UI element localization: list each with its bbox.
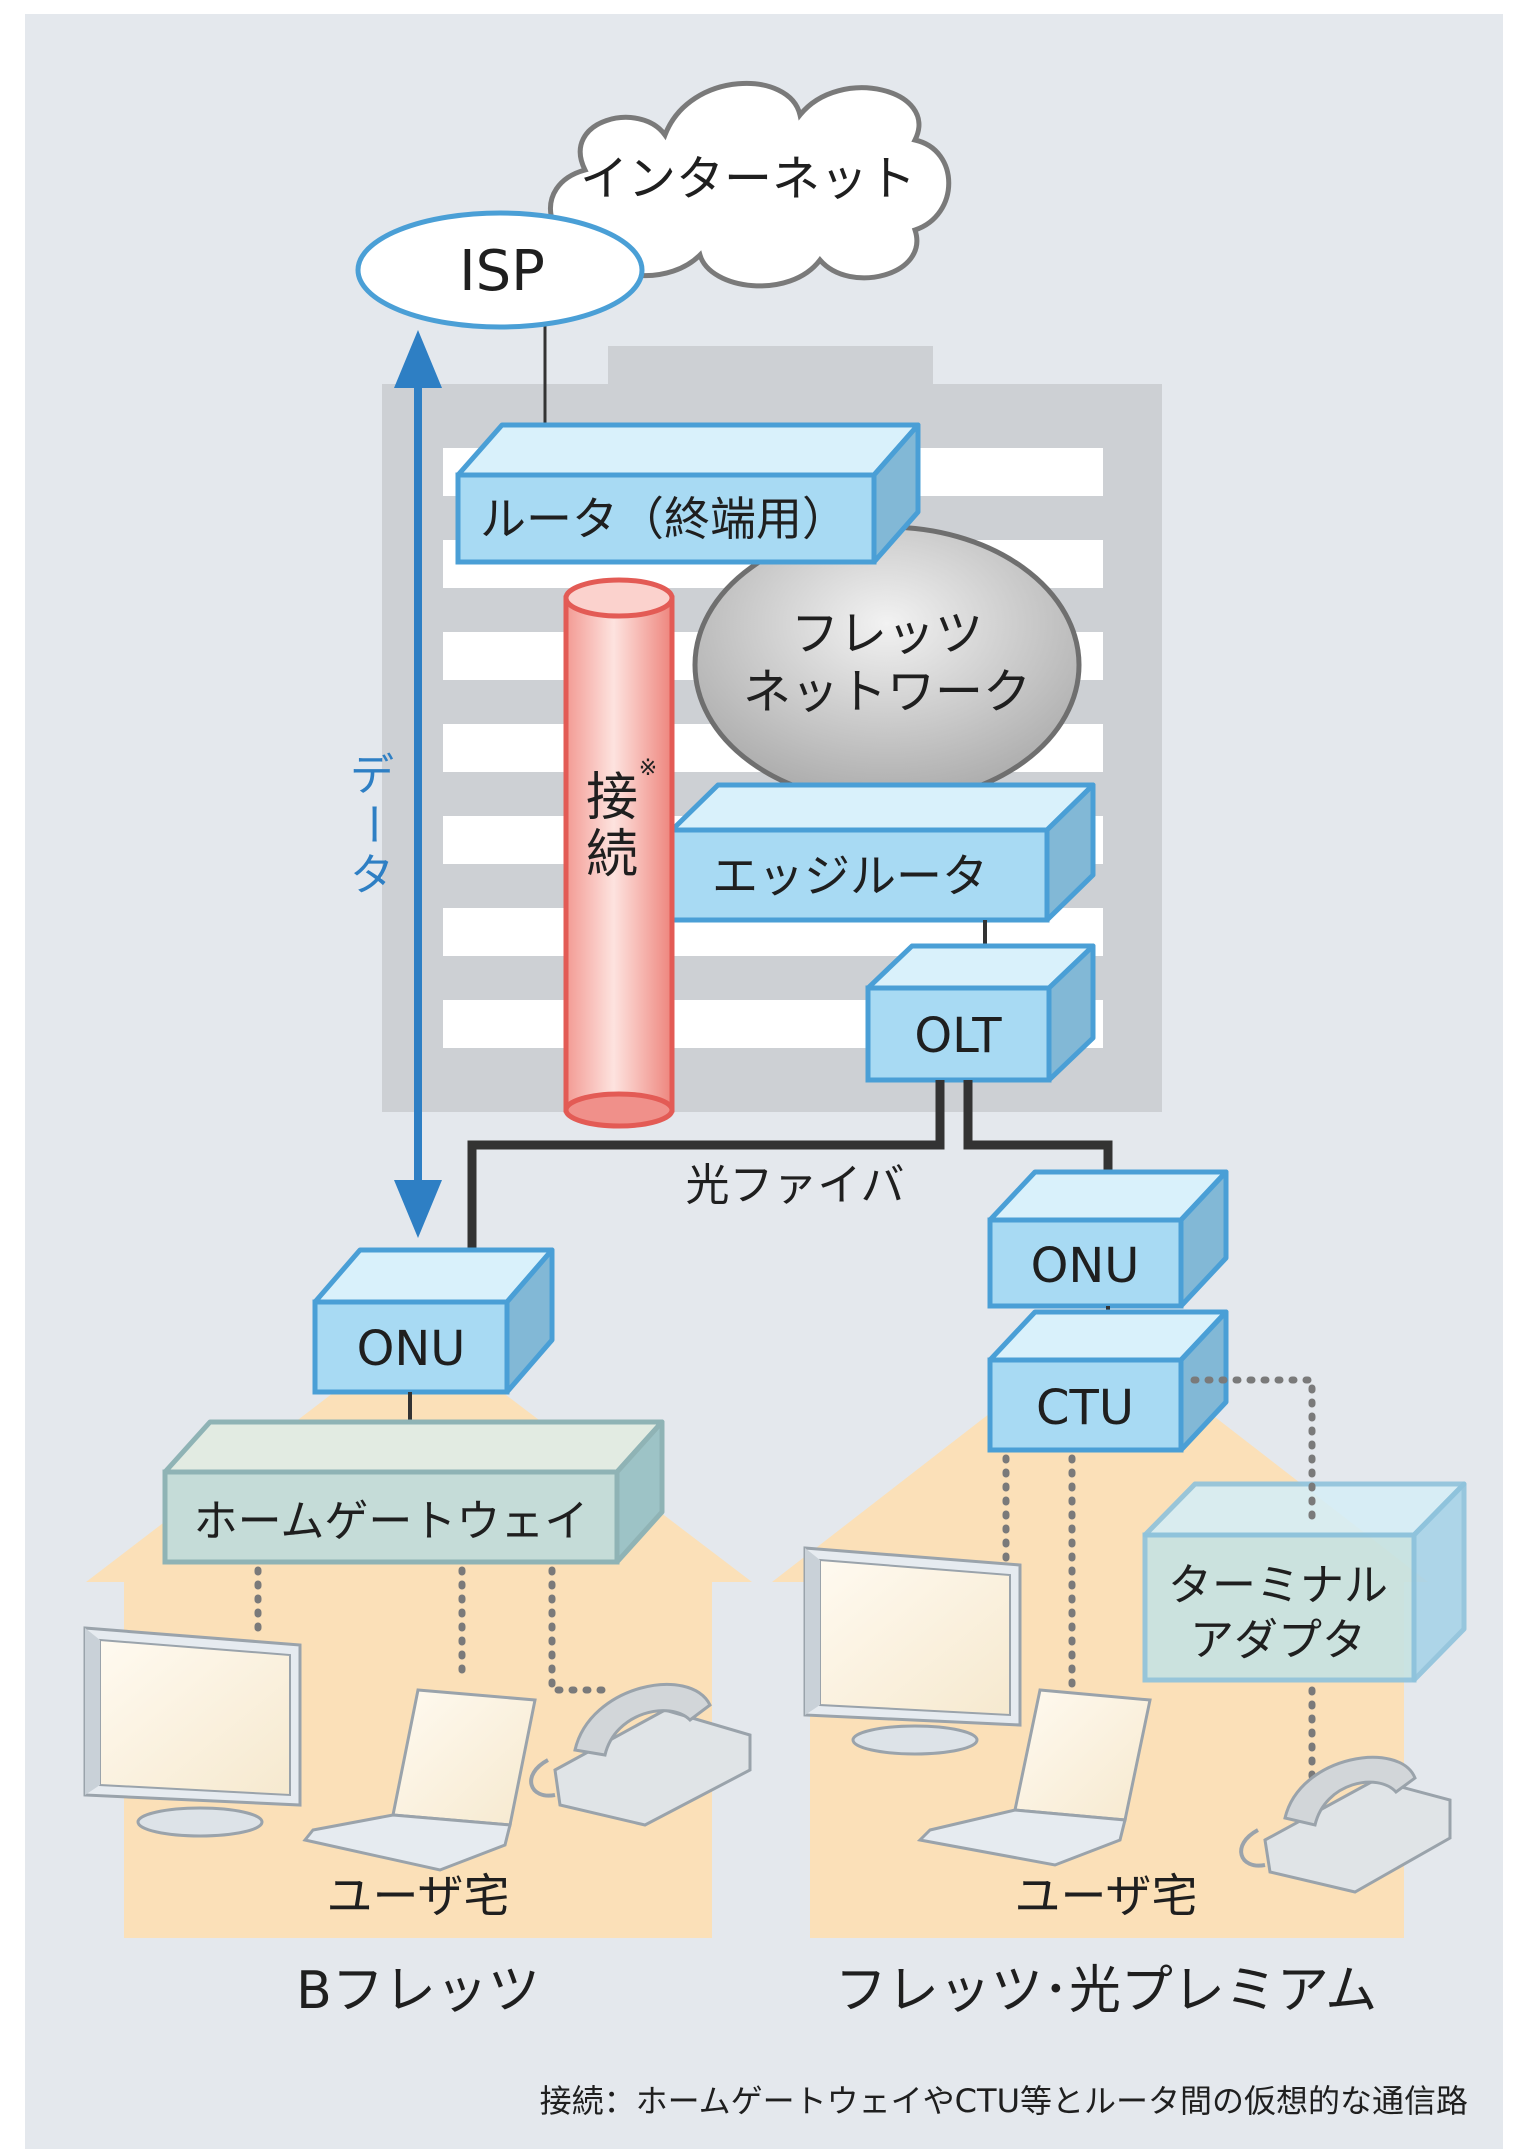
flets-network-cloud: フレッツ ネットワーク <box>692 524 1082 806</box>
phone-left <box>529 1682 752 1827</box>
router-terminal-box: ルータ（終端用） <box>455 422 921 565</box>
onu-right-box: ONU <box>987 1169 1229 1309</box>
data-arrow-label-char: デ <box>350 750 394 801</box>
onu-left-box: ONU <box>312 1247 555 1395</box>
router-terminal-label: ルータ（終端用） <box>480 492 848 546</box>
olt-box: OLT <box>865 943 1096 1083</box>
laptop-left <box>302 1688 537 1872</box>
olt-label: OLT <box>914 1008 1002 1064</box>
desktop-monitor-left <box>83 1626 302 1838</box>
connection-label-1: 接 <box>586 768 638 828</box>
service-left-label: Bフレッツ <box>296 1961 540 2021</box>
user-home-right-label: ユーザ宅 <box>1014 1869 1197 1923</box>
phone-right <box>1239 1755 1452 1894</box>
dotted-links <box>254 1376 1316 1784</box>
home-gateway-label: ホームゲートウェイ <box>194 1496 589 1547</box>
footnote: 接続：ホームゲートウェイやCTU等とルータ間の仮想的な通信路 <box>540 2082 1468 2120</box>
internet-label: インターネット <box>580 151 916 207</box>
user-home-left-label: ユーザ宅 <box>326 1869 509 1923</box>
house-right <box>772 1328 1428 1938</box>
terminal-adapter-box: ターミナル アダプタ <box>1142 1481 1467 1683</box>
data-arrow-label: デ ー タ <box>347 750 398 901</box>
home-gateway-box: ホームゲートウェイ <box>162 1419 665 1565</box>
data-arrow-label-char: タ <box>350 850 394 901</box>
connection-tunnel: 接 続 ※ <box>563 577 675 1129</box>
data-arrow-label-char: ー <box>347 802 398 846</box>
internet-cloud: インターネット <box>548 80 952 289</box>
onu-right-label: ONU <box>1031 1238 1140 1294</box>
terminal-adapter-label-1: ターミナル <box>1168 1560 1388 1611</box>
terminal-adapter-label-2: アダプタ <box>1190 1615 1366 1666</box>
flets-network-label-2: ネットワーク <box>743 664 1031 720</box>
data-flow-arrow: デ ー タ <box>347 330 442 1238</box>
isp-label: ISP <box>459 239 545 304</box>
edge-router-label: エッジルータ <box>712 849 988 903</box>
edge-router-box: エッジルータ <box>669 782 1096 923</box>
ctu-label: CTU <box>1036 1380 1134 1436</box>
onu-left-label: ONU <box>357 1321 466 1377</box>
connection-note-mark: ※ <box>639 756 657 781</box>
isp-node: ISP <box>355 210 645 330</box>
ctu-box: CTU <box>987 1309 1229 1453</box>
optical-fiber-label: 光ファイバ <box>685 1160 904 1211</box>
flets-network-label-1: フレッツ <box>791 606 983 662</box>
desktop-monitor-right <box>803 1546 1022 1756</box>
laptop-right <box>916 1688 1152 1867</box>
connection-label-2: 続 <box>586 825 638 885</box>
service-right-label: フレッツ･光プレミアム <box>835 1961 1377 2021</box>
